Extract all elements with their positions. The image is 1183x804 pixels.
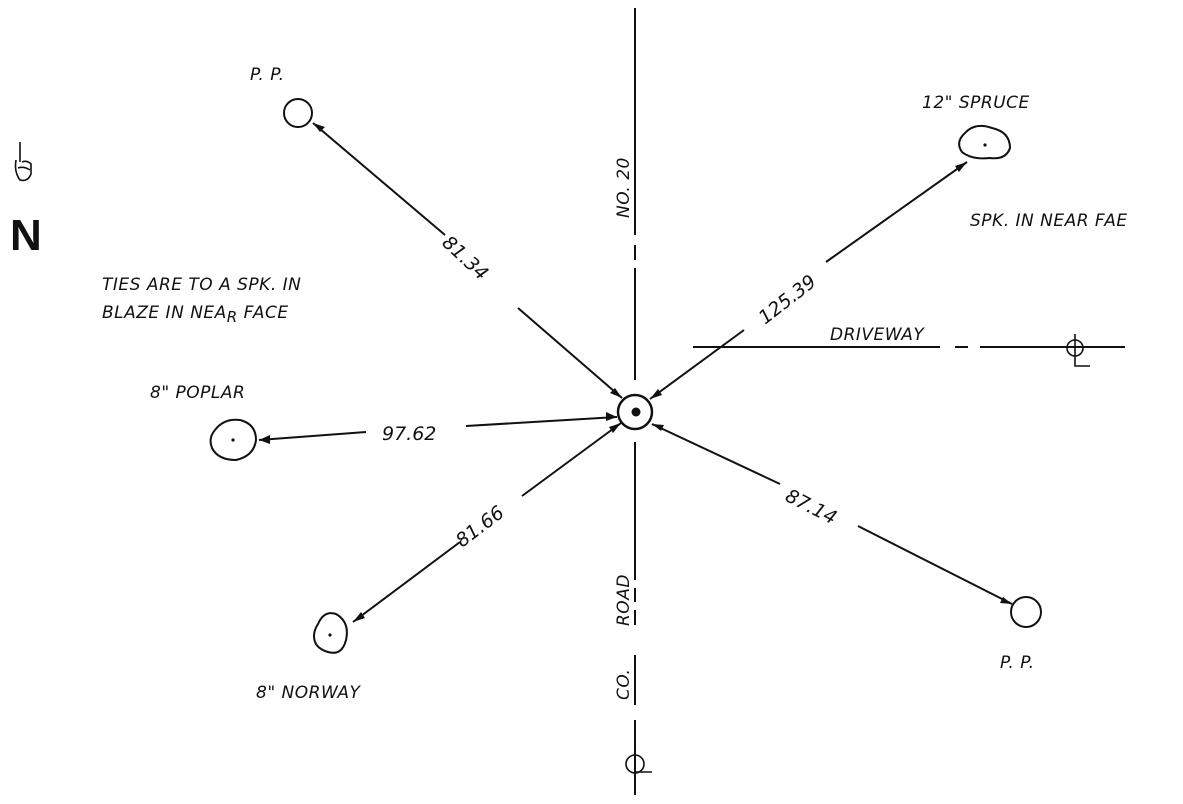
north-arrow: N <box>10 142 42 260</box>
tie-distance-norway: 81.66 <box>452 502 509 552</box>
norway-tree-icon <box>312 612 348 654</box>
tie-distance-pp-se: 87.14 <box>782 485 840 529</box>
driveway-label: DRIVEWAY <box>830 325 925 345</box>
poplar-tree-icon <box>209 418 258 462</box>
tie-distance-pp-nw: 81.34 <box>438 232 493 285</box>
north-letter: N <box>10 211 42 260</box>
label-norway: 8" NORWAY <box>256 683 362 703</box>
tie-distance-poplar: 97.62 <box>382 423 436 445</box>
station-monument <box>616 393 654 431</box>
spruce-tree-icon <box>958 124 1012 160</box>
pointing-hand-icon <box>14 142 32 182</box>
driveway-centerline <box>693 334 1125 367</box>
tie-distance-spruce: 125.39 <box>755 271 821 329</box>
label-poplar: 8" POPLAR <box>150 383 245 403</box>
driveway-centerline-symbol <box>1066 334 1090 367</box>
note-ties-line1: TIES ARE TO A SPK. IN <box>102 275 301 295</box>
note-ties-line2: BLAZE IN NEAR FACE <box>102 303 289 326</box>
tie-line-norway <box>352 422 622 623</box>
road-label-co: CO. <box>614 669 634 700</box>
tie-line-spruce <box>649 161 968 400</box>
tie-line-pp-se <box>651 423 1013 605</box>
centerline-symbol <box>625 745 652 774</box>
road-label-road: ROAD <box>614 574 634 626</box>
road-centerline <box>625 8 652 795</box>
note-spk: SPK. IN NEAR FAE <box>970 211 1128 231</box>
road-label-no20: NO. 20 <box>614 157 634 218</box>
label-spruce: 12" SPRUCE <box>922 93 1030 113</box>
label-pp-se: P. P. <box>1000 653 1035 673</box>
tie-line-poplar <box>258 412 618 444</box>
power-pole-se <box>1010 596 1042 628</box>
tie-line-pp-nw <box>312 122 623 399</box>
label-pp-nw: P. P. <box>250 65 285 85</box>
power-pole-nw <box>283 98 313 128</box>
